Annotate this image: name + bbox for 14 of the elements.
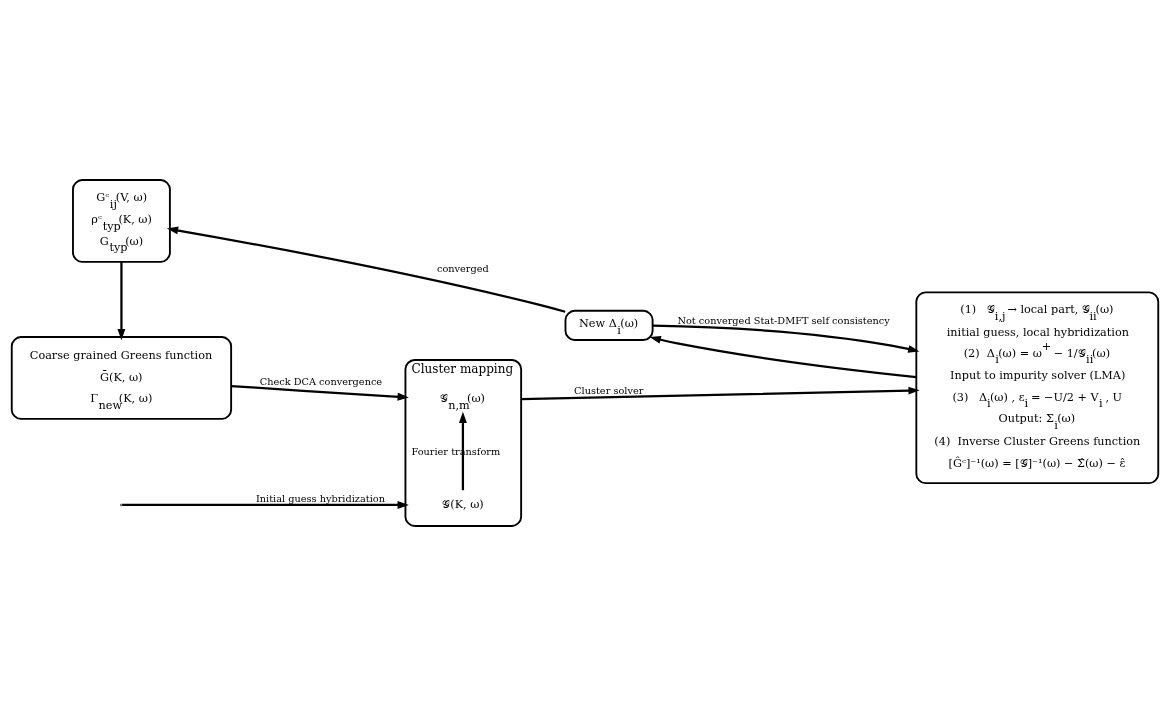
arrow xyxy=(521,386,920,400)
arrow xyxy=(231,384,409,401)
arrow xyxy=(166,226,566,313)
edge-label: Check DCA convergence xyxy=(259,375,383,387)
edge-label: converged xyxy=(436,262,489,274)
arrow xyxy=(652,324,920,353)
edge-label: Cluster solver xyxy=(574,384,644,396)
edge-label: Not converged Stat-DMFT self consistency xyxy=(677,314,890,326)
arrow xyxy=(122,500,409,509)
arrow xyxy=(458,411,467,490)
edge-label: Initial guess hybridization xyxy=(255,492,385,504)
arrow xyxy=(649,335,917,378)
arrow xyxy=(117,261,126,340)
node-text: 𝒢(K, ω) xyxy=(442,497,484,511)
